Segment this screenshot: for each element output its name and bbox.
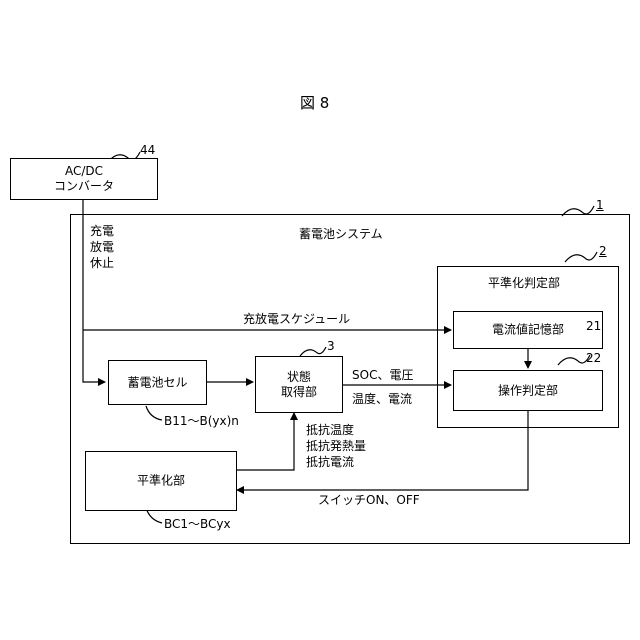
ref-22: 22 bbox=[586, 351, 601, 365]
current-storage-box: 電流値記憶部 bbox=[453, 311, 603, 349]
ac-dc-converter-box: AC/DC コンバータ bbox=[10, 158, 158, 200]
switch-on-off-label: スイッチON、OFF bbox=[318, 493, 420, 507]
battery-cell-label: 蓄電池セル bbox=[109, 375, 206, 390]
system-title: 蓄電池システム bbox=[299, 227, 383, 241]
leveling-unit-box: 平準化部 bbox=[85, 451, 237, 511]
operation-judge-box: 操作判定部 bbox=[453, 370, 603, 411]
battery-cell-range: B11～B(yx)n bbox=[164, 414, 239, 428]
soc-voltage-label: SOC、電圧 bbox=[352, 368, 413, 382]
current-storage-label: 電流値記憶部 bbox=[454, 323, 602, 338]
figure-title: 図 8 bbox=[300, 96, 329, 110]
state-acquisition-box: 状態 取得部 bbox=[255, 356, 343, 413]
discharge-label: 放電 bbox=[90, 240, 114, 254]
schedule-label: 充放電スケジュール bbox=[243, 312, 350, 326]
temp-current-label: 温度、電流 bbox=[352, 392, 412, 406]
operation-judge-label: 操作判定部 bbox=[454, 383, 602, 398]
resistor-heat-label: 抵抗発熱量 bbox=[306, 439, 366, 453]
resistor-temp-label: 抵抗温度 bbox=[306, 423, 354, 437]
ac-dc-line2: コンバータ bbox=[11, 179, 157, 194]
rest-label: 休止 bbox=[90, 256, 114, 270]
leveling-unit-label: 平準化部 bbox=[86, 474, 236, 489]
battery-cell-box: 蓄電池セル bbox=[108, 360, 207, 405]
resistor-current-label: 抵抗電流 bbox=[306, 455, 354, 469]
ac-dc-line1: AC/DC bbox=[11, 164, 157, 179]
charge-label: 充電 bbox=[90, 224, 114, 238]
leveling-unit-range: BC1～BCyx bbox=[164, 517, 231, 531]
leveling-judge-title: 平準化判定部 bbox=[488, 276, 560, 290]
ref-3: 3 bbox=[327, 339, 335, 353]
ref-2: 2 bbox=[599, 244, 607, 258]
ref-44: 44 bbox=[140, 143, 155, 157]
state-acquisition-label: 状態 取得部 bbox=[256, 370, 342, 400]
state-acquisition-line2: 取得部 bbox=[256, 385, 342, 400]
state-acquisition-line1: 状態 bbox=[256, 370, 342, 385]
ref-1: 1 bbox=[596, 198, 604, 212]
ac-dc-converter-label: AC/DC コンバータ bbox=[11, 164, 157, 194]
ref-21: 21 bbox=[586, 319, 601, 333]
